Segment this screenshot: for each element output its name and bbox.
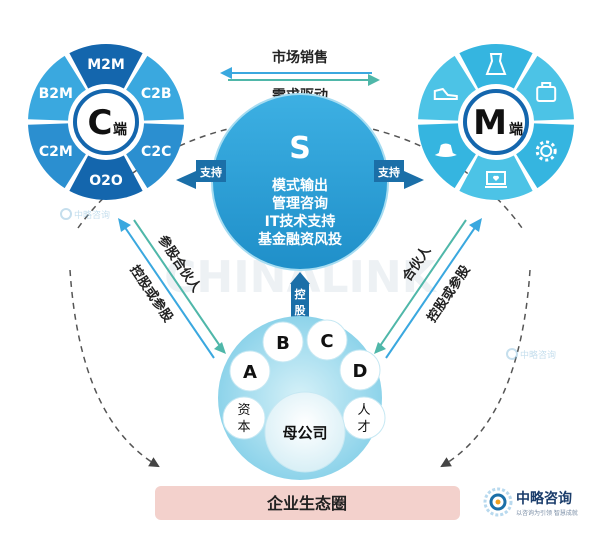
logo-name: 中略咨询 — [516, 490, 572, 507]
c-ring-segment — [28, 55, 86, 121]
control-arrow: 控 股 — [290, 272, 310, 322]
parent-company-cluster: A B C D 资 本 人 才 母公司 — [218, 316, 386, 480]
bubble-b: B — [262, 321, 304, 363]
svg-text:人: 人 — [357, 403, 370, 418]
gear-icon — [535, 140, 557, 162]
c-ring-label: O2O — [89, 173, 123, 189]
small-watermark-right: 中略咨询 — [506, 348, 556, 361]
support-label-right: 支持 — [377, 165, 400, 179]
laptop-heart-icon — [485, 171, 507, 188]
c-ring-segment — [126, 55, 184, 121]
logo-mark-icon — [483, 487, 513, 517]
s-line-1: 模式输出 — [272, 177, 328, 194]
suitcase-icon — [536, 82, 557, 102]
dress-icon — [485, 53, 507, 75]
svg-text:中略咨询: 中略咨询 — [74, 209, 110, 221]
bubble-d: D — [339, 349, 381, 391]
svg-text:才: 才 — [357, 420, 370, 435]
m-end-suffix: 端 — [509, 121, 523, 138]
s-line-2: 管理咨询 — [272, 195, 328, 212]
c-ring-segment — [28, 123, 86, 189]
bubble-a: A — [229, 350, 271, 392]
c-ring-segment — [126, 123, 184, 189]
sneaker-icon — [433, 87, 458, 100]
hat-icon — [434, 143, 457, 157]
svg-text:D: D — [353, 361, 368, 382]
ecosystem-banner: 企业生态圈 — [155, 486, 460, 520]
c-ring-segment — [69, 44, 143, 89]
c-end-letter: C — [88, 103, 113, 143]
c-ring-segment — [69, 155, 143, 200]
c-ring-label: B2M — [39, 86, 73, 102]
c-ring-label: C2M — [39, 144, 73, 160]
parent-company-title: 母公司 — [282, 424, 327, 442]
company-logo: 中略咨询 以咨询为引领 智慧成就 — [483, 487, 578, 517]
parent-company-core — [264, 391, 346, 473]
support-label-left: 支持 — [199, 165, 222, 179]
support-arrow-left: 支持 — [176, 160, 226, 189]
ecosystem-label: 企业生态圈 — [266, 494, 347, 513]
s-title: S — [289, 131, 311, 166]
svg-text:资: 资 — [237, 403, 250, 418]
c-end-ring: M2M C2B C2C O2O C2M B2M C 端 — [28, 44, 184, 200]
svg-text:B: B — [276, 333, 290, 354]
small-watermark-left: 中略咨询 — [60, 208, 110, 221]
svg-text:中略咨询: 中略咨询 — [520, 349, 556, 361]
c-ring-label: M2M — [87, 57, 125, 73]
market-sales-label: 市场销售 — [272, 49, 328, 66]
s-service-circle: S 模式输出 管理咨询 IT技术支持 基金融资风投 — [211, 93, 389, 271]
svg-text:A: A — [243, 362, 257, 383]
svg-text:C: C — [320, 331, 333, 352]
logo-tagline: 以咨询为引领 智慧成就 — [516, 509, 578, 517]
c-end-suffix: 端 — [113, 121, 127, 138]
m-end-ring: M 端 — [418, 44, 574, 200]
control-label-2: 股 — [295, 304, 307, 317]
bubble-capital: 资 本 — [222, 396, 266, 440]
m-ring-segment — [418, 55, 476, 121]
c-ring-label: C2B — [141, 86, 172, 102]
bubble-talent: 人 才 — [342, 396, 386, 440]
m-ring-segment — [459, 44, 533, 89]
bubble-c: C — [306, 319, 348, 361]
support-arrow-right: 支持 — [374, 160, 424, 189]
s-line-3: IT技术支持 — [265, 213, 336, 230]
m-end-letter: M — [473, 103, 507, 143]
control-label-1: 控 — [295, 287, 306, 301]
c-ring-label: C2C — [141, 144, 171, 160]
s-line-4: 基金融资风投 — [258, 231, 342, 248]
m-ring-segment — [516, 55, 574, 121]
svg-text:本: 本 — [237, 420, 250, 435]
